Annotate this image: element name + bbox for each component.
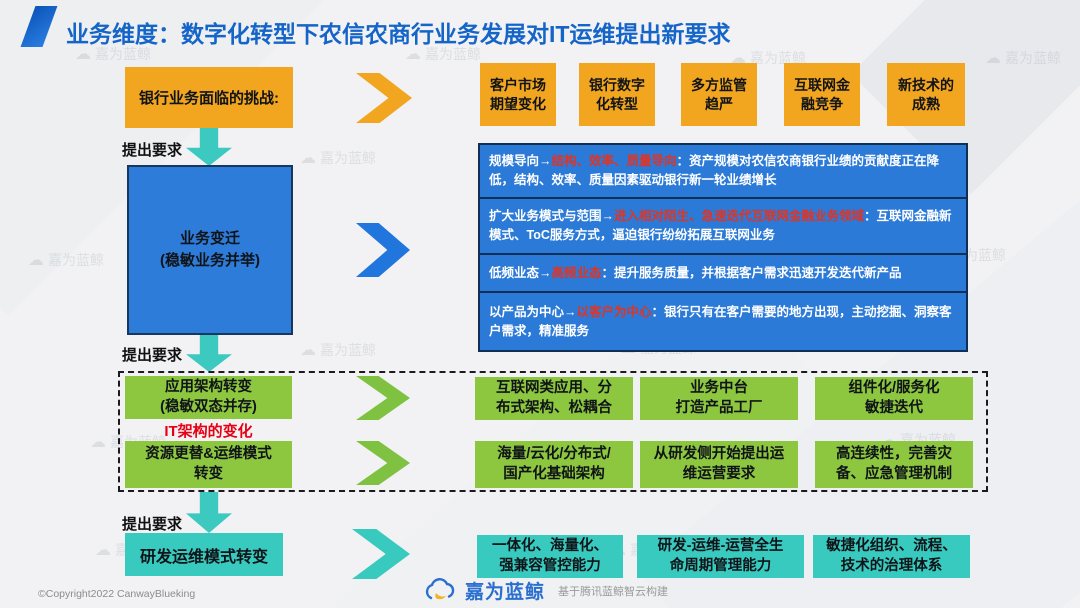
devops-item: 一体化、海量化、 强兼容管控能力	[477, 535, 623, 578]
demand-label-1: 提出要求	[122, 142, 183, 159]
challenge-item: 互联网金 融竞争	[784, 63, 860, 126]
it-arch-item: 组件化/服务化 敏捷迭代	[815, 377, 973, 420]
row-prefix: 规模导向→	[489, 154, 552, 169]
challenge-item: 新技术的 成熟	[887, 63, 965, 126]
copyright-text: ©Copyright2022 CanwayBlueking	[38, 588, 196, 600]
row-prefix: 以产品为中心→	[489, 304, 577, 319]
challenges-label-box: 银行业务面临的挑战:	[125, 67, 293, 128]
requirement-row: 扩大业务模式与范围→进入相对陌生、急速迭代互联网金融业务领域：互联网金融新模式、…	[480, 199, 966, 255]
requirement-row: 低频业态→高频业态：提升服务质量，并根据客户需求迅速开发迭代新产品	[480, 255, 966, 293]
row-highlight: 高频业态	[551, 265, 602, 280]
arrow-right-orange-icon	[356, 73, 412, 123]
brand-watermark: ☁嘉为蓝鲸	[730, 50, 806, 67]
demand-label-2: 提出要求	[122, 347, 183, 364]
brand-watermark: ☁嘉为蓝鲸	[28, 252, 104, 269]
demand-label-3: 提出要求	[122, 516, 183, 533]
brand-watermark: ☁嘉为蓝鲸	[75, 46, 151, 63]
brand-tagline: 基于腾讯蓝鲸智云构建	[558, 585, 669, 598]
arrow-down-teal-icon	[186, 335, 232, 372]
business-requirements-panel: 规模导向→结构、效率、质量导向：资产规模对农信农商银行业绩的贡献度正在降低，结构…	[478, 143, 968, 352]
it-architecture-group	[118, 371, 988, 492]
row-suffix: ：资产规模对农信农商银行业绩的贡献度正在降低，结构、效率、质量因素驱动银行新一轮…	[489, 154, 940, 187]
requirement-row: 以产品为中心→以客户为中心：银行只有在客户需要的地方出现，主动挖掘、洞察客户需求…	[480, 293, 966, 350]
challenge-item: 银行数字 化转型	[579, 63, 655, 126]
cloud-icon: ☁	[90, 434, 106, 451]
cloud-icon: ☁	[28, 252, 44, 269]
row-prefix: 低频业态→	[489, 265, 552, 280]
brand-watermark: ☁嘉为蓝鲸	[300, 342, 376, 359]
devops-box: 研发运维模式转变	[125, 533, 283, 576]
it-arch-left-box: 资源更替&运维模式 转变	[125, 441, 292, 488]
brand-name: 嘉为蓝鲸	[465, 582, 546, 603]
cloud-icon: ☁	[300, 150, 316, 167]
cloud-icon: ☁	[985, 50, 1001, 67]
it-arch-item: 海量/云化/分布式/ 国产化基础架构	[475, 441, 633, 488]
it-arch-left-box: 应用架构转变 (稳敏双态并存)	[125, 376, 292, 419]
row-highlight: 以客户为中心	[576, 304, 652, 319]
row-suffix: ：银行只有在客户需要的地方出现，主动挖掘、洞察客户需求，精准服务	[489, 304, 952, 338]
business-change-box: 业务变迁 (稳敏业务并举)	[127, 165, 293, 335]
it-arch-item: 互联网类应用、分 布式架构、松耦合	[475, 377, 633, 420]
arrow-right-teal-icon	[352, 529, 410, 579]
row-suffix: ：提升服务质量，并根据客户需求迅速开发迭代新产品	[601, 265, 902, 280]
page-title: 业务维度：数字化转型下农信农商行业务发展对IT运维提出新要求	[66, 21, 731, 47]
cloud-icon: ☁	[730, 50, 746, 67]
cloud-icon: ☁	[95, 542, 111, 559]
challenge-item: 客户市场 期望变化	[480, 63, 556, 126]
cloud-icon: ☁	[75, 46, 91, 63]
challenge-item: 多方监管 趋严	[681, 63, 757, 126]
row-suffix: ：互联网金融新模式、ToC服务方式，逼迫银行纷纷拓展互联网业务	[489, 209, 952, 242]
brand-watermark: ☁嘉为蓝鲸	[985, 50, 1061, 67]
arrow-down-teal-icon	[186, 492, 232, 533]
slide-accent-mark	[20, 6, 58, 47]
devops-item: 研发-运维-运营全生 命周期管理能力	[637, 535, 804, 578]
it-arch-item: 从研发侧开始提出运 维运营要求	[640, 441, 798, 488]
arrow-right-blue-icon	[356, 223, 410, 277]
cloud-icon: ☁	[405, 46, 421, 63]
brand-logo: 嘉为蓝鲸 基于腾讯蓝鲸智云构建	[422, 577, 668, 604]
brand-watermark: ☁嘉为蓝鲸	[300, 150, 376, 167]
row-prefix: 扩大业务模式与范围→	[489, 209, 615, 224]
row-highlight: 结构、效率、质量导向	[551, 154, 677, 169]
devops-item: 敏捷化组织、流程、 技术的治理体系	[813, 535, 970, 578]
requirement-row: 规模导向→结构、效率、质量导向：资产规模对农信农商银行业绩的贡献度正在降低，结构…	[480, 145, 966, 199]
cloud-whale-logo-icon	[425, 577, 455, 599]
it-arch-item: 业务中台 打造产品工厂	[640, 377, 798, 420]
arrow-down-teal-icon	[186, 128, 232, 166]
it-arch-item: 高连续性，完善灾 备、应急管理机制	[815, 441, 973, 488]
it-arch-change-label: IT架构的变化	[164, 423, 253, 440]
row-highlight: 进入相对陌生、急速迭代互联网金融业务领域	[614, 209, 865, 224]
cloud-icon: ☁	[300, 342, 316, 359]
brand-watermark: ☁嘉为蓝鲸	[405, 46, 481, 63]
